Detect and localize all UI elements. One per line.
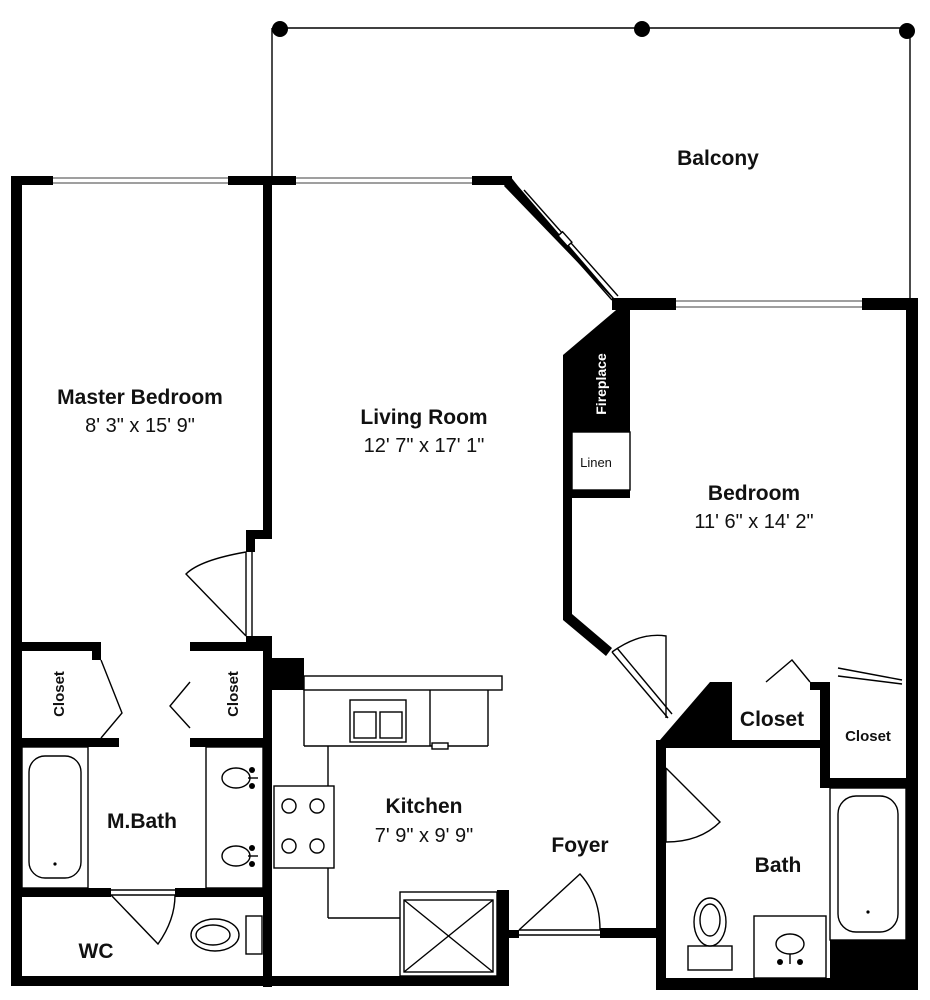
bathtub xyxy=(829,787,907,941)
toilet xyxy=(190,918,240,952)
balcony-outline xyxy=(271,21,915,300)
sink xyxy=(775,933,805,955)
master-bath-label: M.Bath xyxy=(107,810,177,833)
balcony-post xyxy=(272,21,288,37)
living-room-label: Living Room xyxy=(360,406,487,429)
master-bedroom-label: Master Bedroom xyxy=(57,386,223,409)
bathtub xyxy=(21,746,89,889)
master-bath-fixtures xyxy=(21,746,264,955)
balcony-post xyxy=(899,23,915,39)
bedroom-label: Bedroom xyxy=(708,482,800,505)
doors xyxy=(100,551,903,946)
linen-closet xyxy=(571,431,631,491)
linen-label: Linen xyxy=(580,455,612,470)
master-bedroom-dims: 8' 3" x 15' 9" xyxy=(85,415,195,437)
closet-label-right-1: Closet xyxy=(740,708,804,731)
bath-label: Bath xyxy=(755,854,802,877)
stove xyxy=(273,785,335,869)
balcony-label: Balcony xyxy=(677,147,759,170)
closet-label-left-2: Closet xyxy=(225,671,242,717)
kitchen-label: Kitchen xyxy=(385,795,462,818)
kitchen-fixtures xyxy=(273,675,503,977)
toilet xyxy=(693,897,727,947)
kitchen-sink xyxy=(349,699,407,743)
fireplace-label: Fireplace xyxy=(593,353,609,415)
kitchen-dims: 7' 9" x 9' 9" xyxy=(375,825,474,847)
wc-label: WC xyxy=(79,940,114,963)
living-room-dims: 12' 7" x 17' 1" xyxy=(364,435,485,457)
bath-fixtures xyxy=(687,787,907,979)
windows xyxy=(53,177,862,308)
closet-label-right-2: Closet xyxy=(845,728,891,745)
closet-label-left-1: Closet xyxy=(51,671,68,717)
foyer-label: Foyer xyxy=(551,834,608,857)
bedroom-dims: 11' 6" x 14' 2" xyxy=(694,511,813,533)
balcony-post xyxy=(634,21,650,37)
walls xyxy=(11,176,918,990)
